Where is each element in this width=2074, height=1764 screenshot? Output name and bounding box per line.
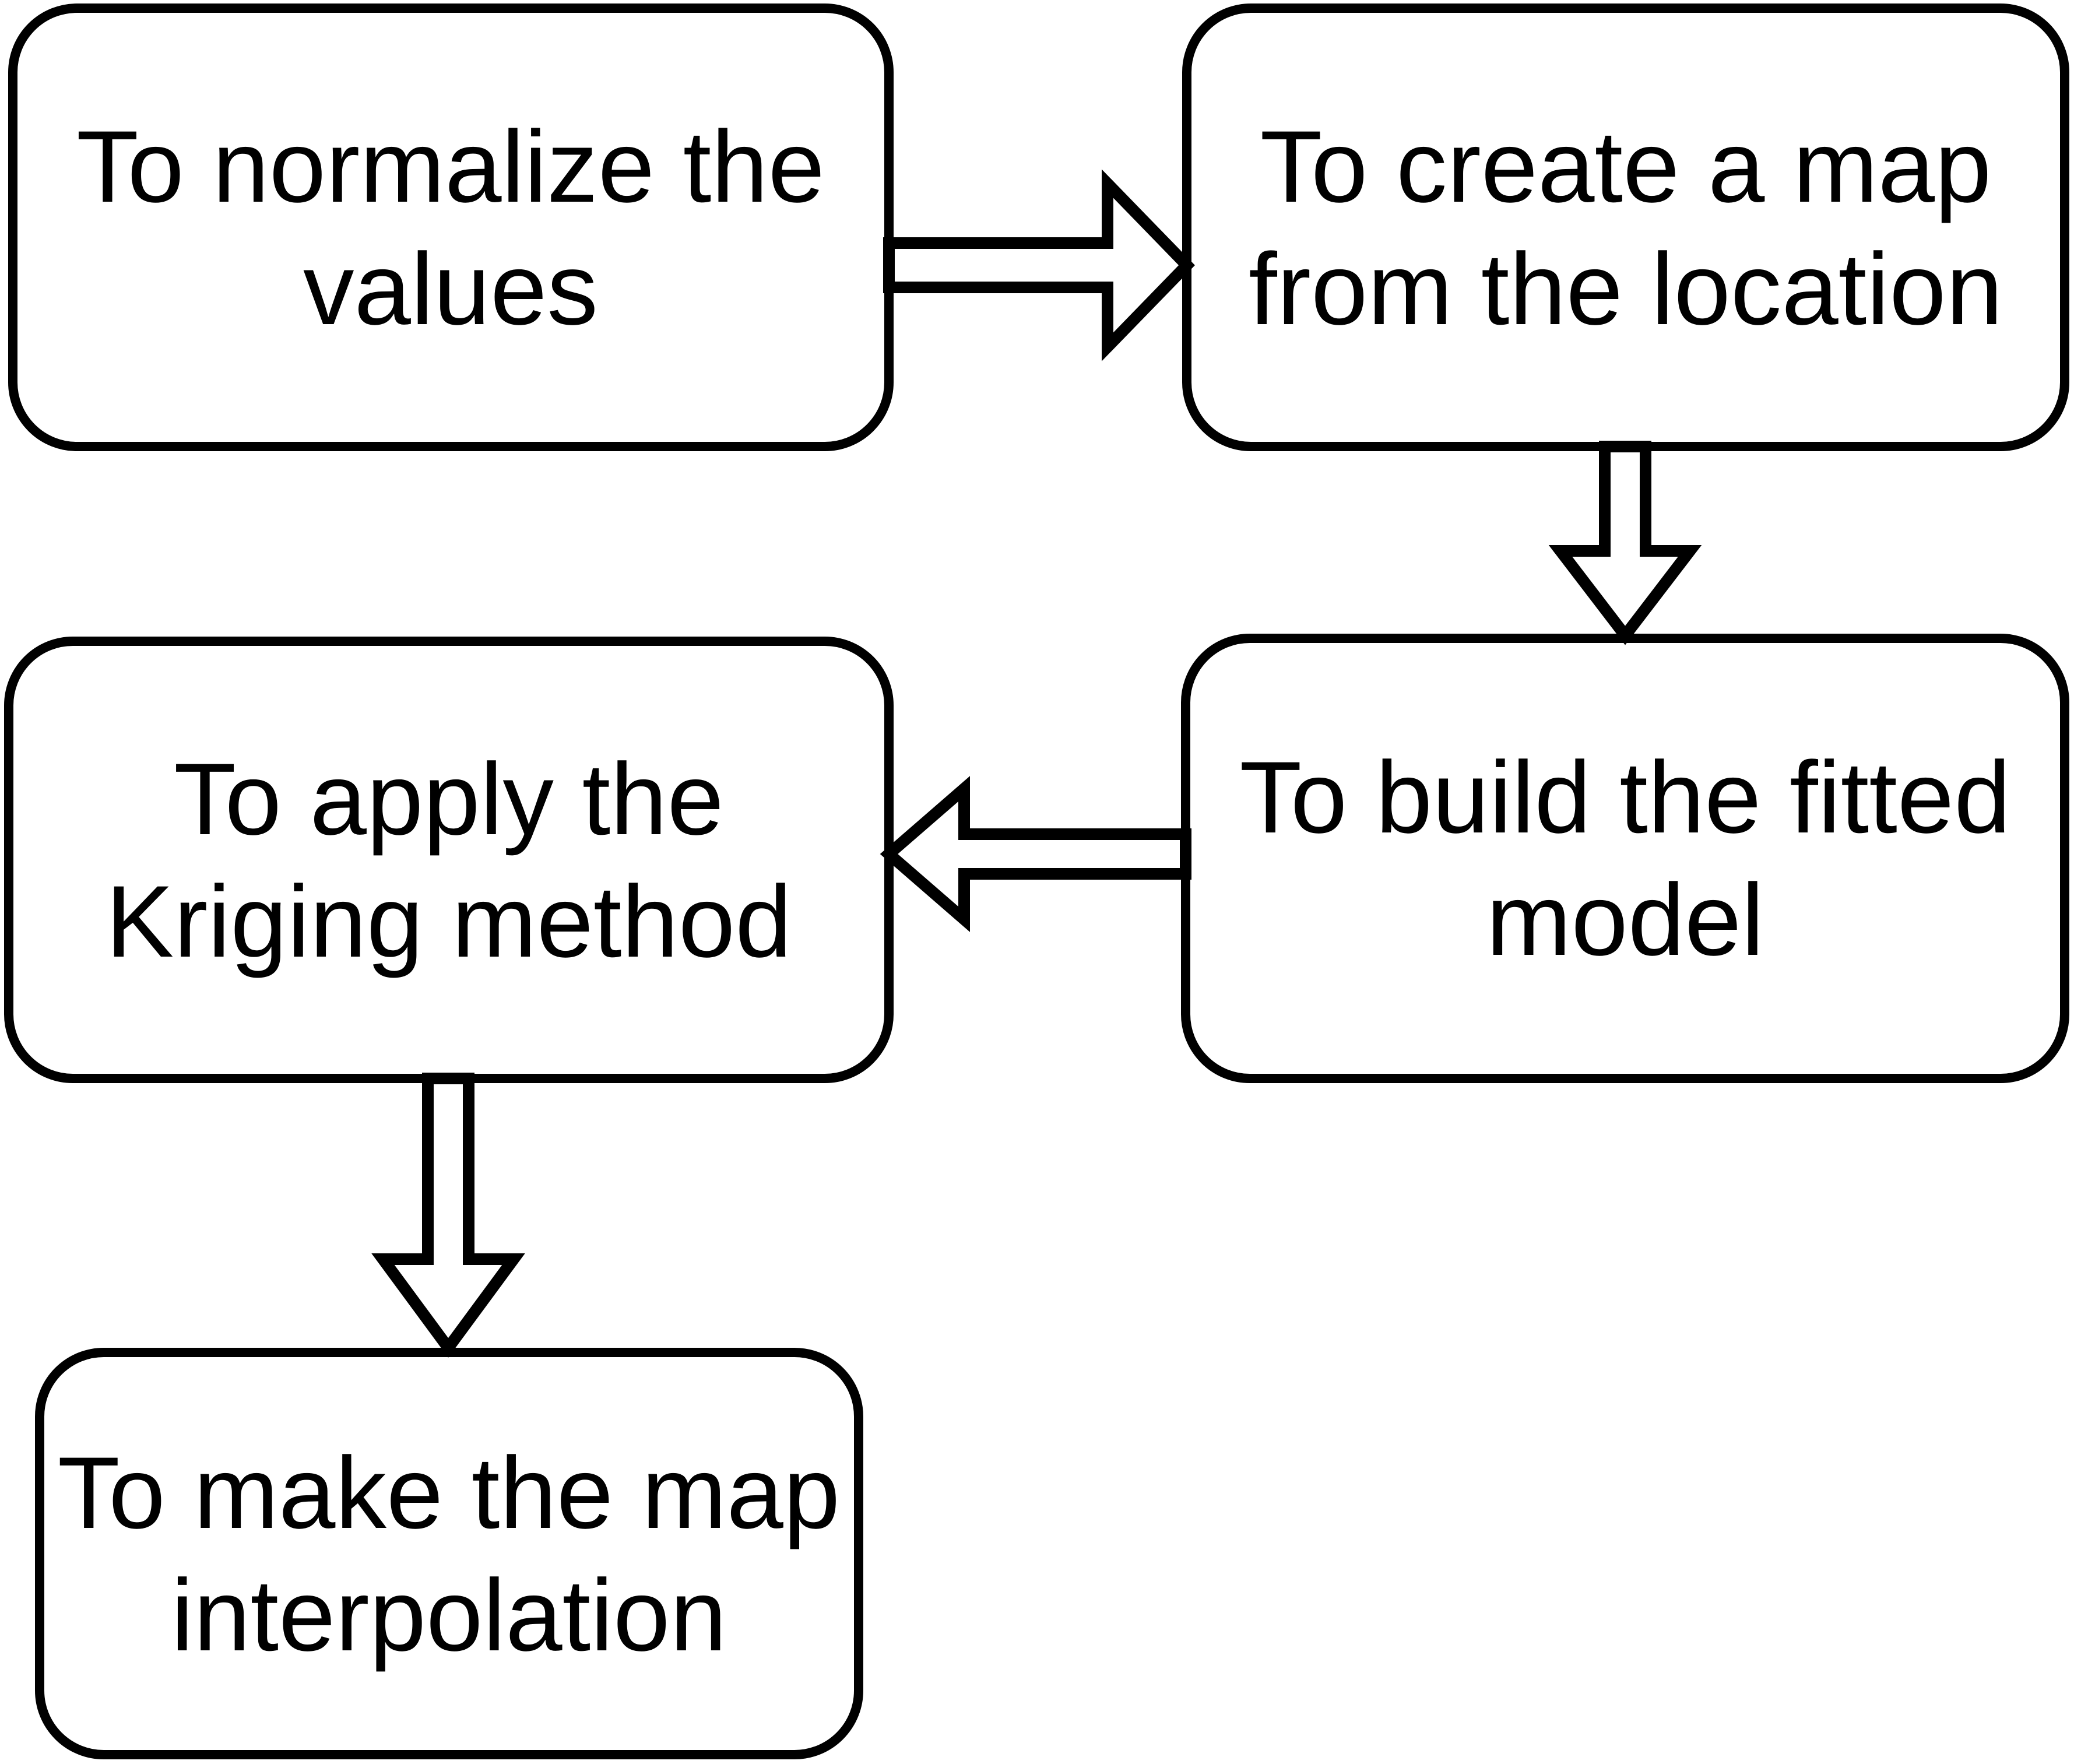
node-label-line-2: values bbox=[303, 233, 598, 346]
node-label-line-1: To create a map bbox=[1260, 110, 1992, 224]
node-label-line-2: Kriging method bbox=[106, 865, 792, 979]
node-label-line-2: from the location bbox=[1249, 233, 2003, 346]
flow-arrow-down-kriging-to-interpolation bbox=[371, 1073, 525, 1358]
flowchart-node-make-map-interpolation: To make the map interpolation bbox=[35, 1348, 863, 1759]
node-label-line-1: To apply the bbox=[174, 743, 724, 856]
node-box bbox=[35, 1348, 863, 1759]
node-box bbox=[4, 637, 894, 1083]
node-label-line-1: To build the fitted bbox=[1239, 741, 2010, 855]
node-label-line-1: To normalize the bbox=[76, 110, 825, 224]
node-box bbox=[1181, 634, 2069, 1083]
node-label-line-2: model bbox=[1486, 863, 1764, 977]
node-label-line-2: interpolation bbox=[171, 1559, 726, 1672]
flowchart-node-normalize-values: To normalize the values bbox=[8, 3, 894, 451]
flowchart-node-apply-kriging-method: To apply the Kriging method bbox=[4, 637, 894, 1083]
flow-arrow-right-normalize-to-create-map bbox=[883, 169, 1195, 361]
node-label-line-1: To make the map bbox=[58, 1436, 840, 1550]
flowchart-node-build-fitted-model: To build the fitted model bbox=[1181, 634, 2069, 1083]
node-box bbox=[8, 3, 894, 451]
flow-arrow-down-create-map-to-build-model bbox=[1548, 441, 1702, 645]
flowchart-node-create-map: To create a map from the location bbox=[1182, 3, 2069, 451]
flow-arrow-left-build-model-to-kriging bbox=[880, 776, 1191, 932]
node-box bbox=[1182, 3, 2069, 451]
